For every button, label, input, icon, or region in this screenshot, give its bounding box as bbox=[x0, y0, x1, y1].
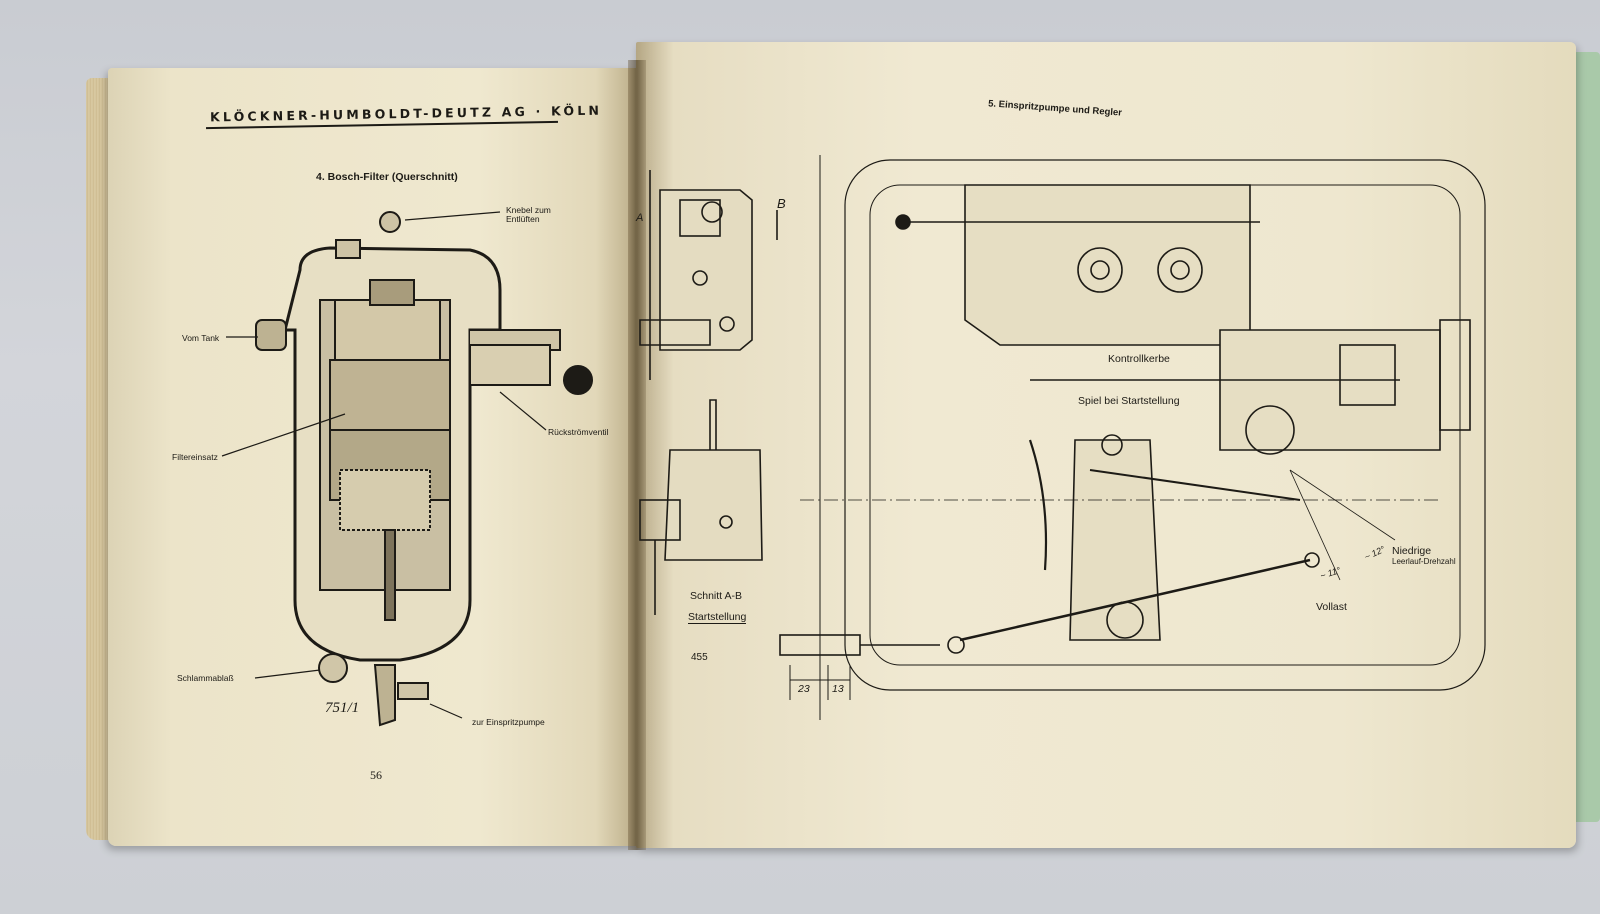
label-knebel: Knebel zum bbox=[506, 205, 551, 215]
section-ab-drawing bbox=[639, 170, 778, 615]
page-number-left: 56 bbox=[370, 768, 382, 782]
label-schlammablass: Schlammablaß bbox=[177, 673, 234, 683]
label-startstellung: Startstellung bbox=[688, 611, 747, 624]
bosch-filter-drawing bbox=[221, 211, 593, 727]
label-entlueften: Entlüften bbox=[506, 214, 540, 224]
book-gutter bbox=[628, 60, 646, 850]
figure-title-filter: 4. Bosch-Filter (Querschnitt) bbox=[316, 171, 458, 183]
dimension-13: 13 bbox=[832, 683, 844, 695]
label-filtereinsatz: Filtereinsatz bbox=[172, 452, 218, 462]
label-zur-einspritzpumpe: zur Einspritzpumpe bbox=[472, 717, 545, 727]
label-niedrige: Niedrige bbox=[1392, 545, 1432, 557]
label-spiel: Spiel bei Startstellung bbox=[1078, 395, 1180, 407]
label-vom-tank: Vom Tank bbox=[182, 333, 220, 343]
label-kontrollkerbe: Kontrollkerbe bbox=[1108, 353, 1170, 365]
label-leerlauf: Leerlauf-Drehzahl bbox=[1392, 557, 1456, 566]
section-label-a: A bbox=[636, 212, 644, 224]
drawing-number-left: 751/1 bbox=[325, 700, 360, 716]
label-vollast: Vollast bbox=[1316, 601, 1347, 613]
drawing-number-right: 455 bbox=[691, 652, 708, 663]
pump-regulator-drawing bbox=[779, 155, 1486, 720]
dimension-23: 23 bbox=[798, 683, 810, 695]
label-schnitt: Schnitt A-B bbox=[690, 590, 742, 602]
section-label-b: B bbox=[777, 196, 786, 211]
label-rueckstroemventil: Rückströmventil bbox=[548, 427, 609, 437]
